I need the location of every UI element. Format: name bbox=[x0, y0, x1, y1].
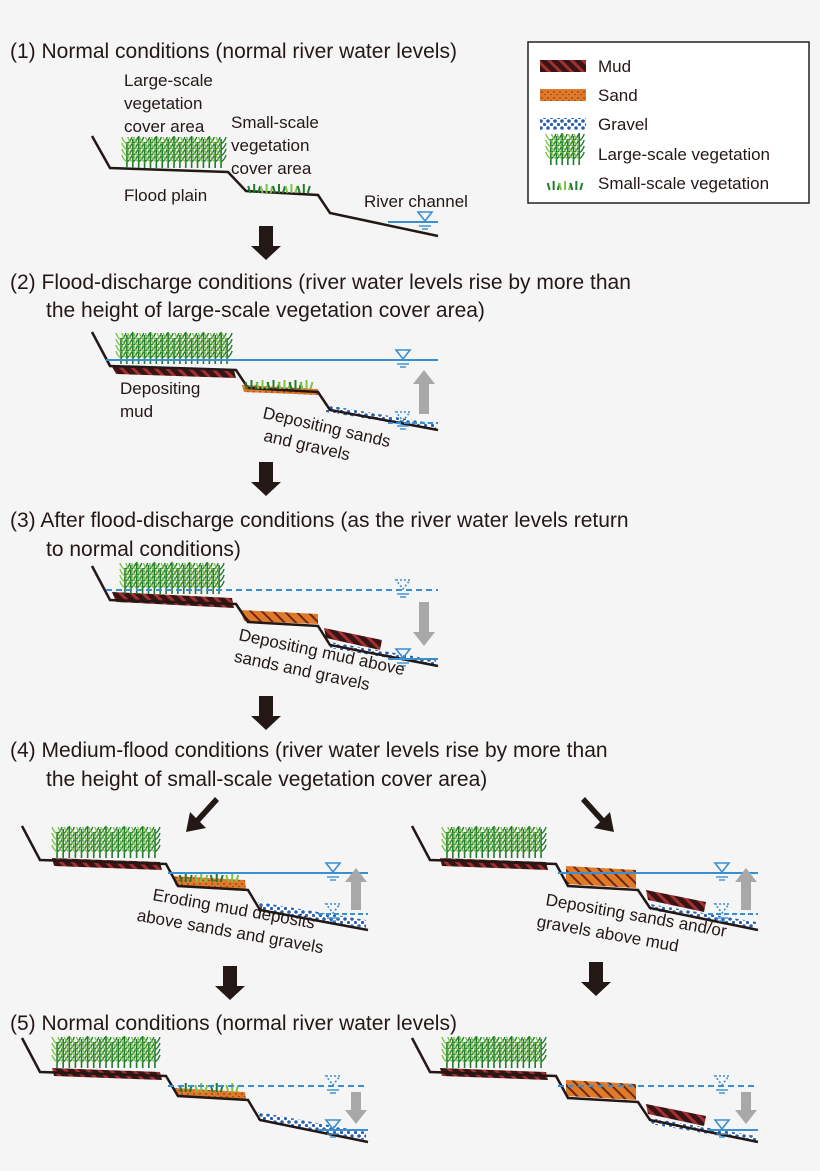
river-channel-label: River channel bbox=[364, 192, 468, 211]
water-level-icon bbox=[394, 411, 412, 430]
large-area-label-3: cover area bbox=[124, 117, 205, 136]
legend-sand-swatch bbox=[540, 89, 586, 101]
water-level-icon bbox=[394, 579, 412, 598]
step5-right-cross-section bbox=[410, 1036, 759, 1144]
depositing-mud-label-1: Depositing bbox=[120, 379, 200, 398]
step1-title: (1) Normal conditions (normal river wate… bbox=[10, 40, 457, 63]
arrow-step2-to-3 bbox=[251, 462, 281, 496]
small-area-label-2: vegetation bbox=[231, 136, 309, 155]
water-rise-arrow-icon bbox=[735, 868, 757, 910]
arrow-step1-to-2 bbox=[251, 226, 281, 260]
arrow-step3-to-4 bbox=[251, 696, 281, 730]
large-area-label-1: Large-scale bbox=[124, 71, 213, 90]
water-fall-arrow-icon bbox=[345, 1092, 367, 1124]
large-vegetation-icon bbox=[441, 826, 547, 858]
water-fall-arrow-icon bbox=[413, 602, 435, 646]
large-vegetation-icon bbox=[51, 1036, 161, 1068]
step1-cross-section bbox=[90, 135, 439, 238]
step5-title: (5) Normal conditions (normal river wate… bbox=[10, 1012, 457, 1035]
water-level-icon bbox=[713, 1119, 731, 1138]
water-level-icon bbox=[394, 648, 412, 667]
step2-title-line2: the height of large-scale vegetation cov… bbox=[46, 299, 485, 322]
step1-labels: Large-scale vegetation cover area Small-… bbox=[124, 71, 468, 211]
arrow-step4-to-5-right bbox=[581, 962, 611, 996]
step3-title-line2: to normal conditions) bbox=[46, 538, 241, 561]
legend-sand-label: Sand bbox=[598, 86, 638, 105]
step2-title-line1: (2) Flood-discharge conditions (river wa… bbox=[10, 271, 631, 294]
step4-right-cross-section bbox=[410, 825, 759, 932]
legend-mud-label: Mud bbox=[598, 57, 631, 76]
legend-small-veg-label: Small-scale vegetation bbox=[598, 174, 769, 193]
step4-left-cross-section bbox=[20, 825, 369, 932]
water-level-icon bbox=[713, 1075, 731, 1094]
water-rise-arrow-icon bbox=[413, 370, 435, 414]
water-level-icon bbox=[324, 1119, 342, 1138]
large-area-label-2: vegetation bbox=[124, 94, 202, 113]
legend-gravel-swatch bbox=[540, 118, 586, 130]
arrow-step4-right bbox=[581, 797, 614, 832]
legend-large-vegetation-icon bbox=[545, 133, 585, 165]
depositing-sands-above-mud-group: Depositing sands and/or gravels above mu… bbox=[535, 890, 728, 955]
depositing-mud-label-2: mud bbox=[120, 402, 153, 421]
step4-title-line1: (4) Medium-flood conditions (river water… bbox=[10, 739, 608, 762]
small-area-label-3: cover area bbox=[231, 159, 312, 178]
legend-gravel-label: Gravel bbox=[598, 115, 648, 134]
step5-left-cross-section bbox=[20, 1036, 369, 1144]
flood-plain-label: Flood plain bbox=[124, 186, 207, 205]
step4-title-line2: the height of small-scale vegetation cov… bbox=[46, 768, 487, 791]
water-level-icon bbox=[324, 862, 342, 881]
water-fall-arrow-icon bbox=[735, 1092, 757, 1124]
arrow-step4-to-5-left bbox=[215, 966, 245, 1000]
small-area-label-1: Small-scale bbox=[231, 113, 319, 132]
eroding-mud-group: Eroding mud deposits above sands and gra… bbox=[135, 885, 324, 957]
water-rise-arrow-icon bbox=[345, 868, 367, 910]
small-vegetation-icon bbox=[244, 380, 314, 390]
water-level-icon bbox=[416, 211, 434, 230]
legend-small-vegetation-icon bbox=[546, 181, 584, 191]
water-level-icon bbox=[394, 349, 412, 368]
step2-cross-section bbox=[90, 331, 439, 432]
arrow-step4-left bbox=[186, 797, 219, 832]
small-vegetation-icon bbox=[247, 184, 311, 194]
depositing-mud-above-group: Depositing mud above sands and gravels bbox=[233, 625, 407, 694]
step3-cross-section bbox=[90, 562, 439, 668]
legend-mud-swatch bbox=[540, 60, 586, 72]
small-vegetation-icon bbox=[178, 873, 240, 883]
water-level-icon bbox=[324, 1075, 342, 1094]
large-vegetation-icon bbox=[119, 562, 225, 594]
step3-title-line1: (3) After flood-discharge conditions (as… bbox=[10, 509, 629, 532]
legend: Mud Sand Gravel Large-scale vegetation S… bbox=[527, 41, 810, 204]
large-vegetation-icon bbox=[121, 136, 227, 168]
water-level-icon bbox=[324, 903, 342, 922]
water-level-icon bbox=[713, 903, 731, 922]
legend-large-veg-label: Large-scale vegetation bbox=[598, 145, 770, 164]
large-vegetation-icon bbox=[441, 1036, 547, 1068]
water-level-icon bbox=[713, 862, 731, 881]
large-vegetation-icon bbox=[51, 826, 161, 858]
